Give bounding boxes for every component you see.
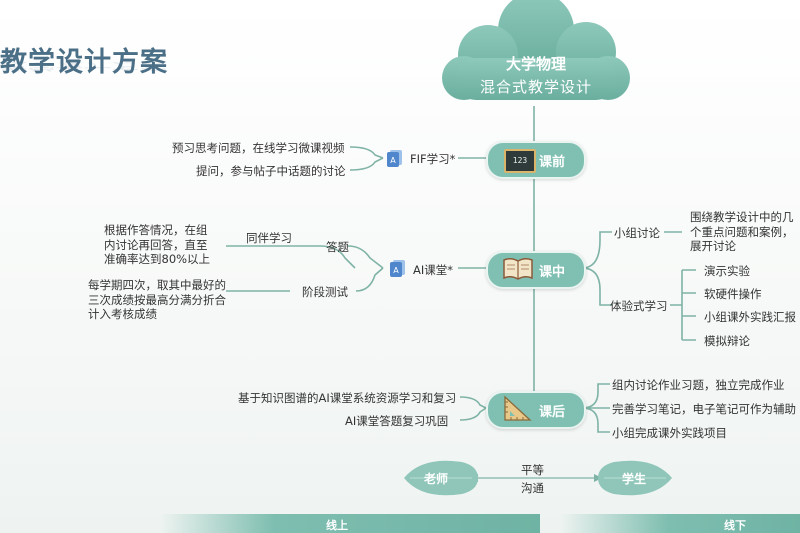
cloud-subtitle: 混合式教学设计: [479, 78, 592, 96]
ruler-triangle-icon: [504, 395, 532, 421]
exp-branch: [581, 267, 612, 306]
ai-class-app-icon: A: [390, 260, 405, 277]
post-right-item-3: 小组完成课外实践项目: [612, 426, 727, 440]
post-right-item-2: 完善学习笔记，电子笔记可作为辅助: [612, 402, 796, 416]
teacher-label: 老师: [424, 472, 449, 486]
svg-text:A: A: [390, 156, 396, 165]
experience-label: 体验式学习: [610, 299, 668, 313]
fif-app-icon: A: [387, 150, 402, 167]
svg-text:A: A: [393, 266, 399, 275]
test-line: [226, 267, 384, 292]
stage-label-pre: 课前: [539, 155, 566, 170]
pre-item-2: 提问，参与帖子中话题的讨论: [196, 164, 346, 178]
footer-online-bar: [160, 514, 540, 533]
group-desc: 围绕教学设计中的几个重点问题和案例，展开讨论: [690, 210, 794, 253]
group-branch: [581, 231, 612, 269]
pre-platform-label: FIF学习*: [410, 152, 456, 166]
footer-online-label: 线上: [326, 519, 348, 532]
post-left-item-1: 基于知识图谱的AI课堂系统资源学习和复习: [238, 391, 457, 405]
post-right-bracket: [581, 383, 610, 433]
exp-items-bracket: [670, 269, 696, 341]
answer-label: 答题: [326, 240, 349, 254]
relation-label-2: 沟通: [521, 481, 544, 495]
page-title: 教学设计方案: [0, 47, 168, 78]
answer-bracket: [347, 245, 384, 269]
teacher-leaf-shape: [404, 460, 478, 496]
open-book-icon: [503, 257, 533, 280]
post-left-item-2: AI课堂答题复习巩固: [345, 414, 449, 428]
stage-pill-pre: [486, 141, 586, 179]
in-platform-label: AI课堂*: [413, 263, 454, 277]
pre-item-1: 预习思考问题，在线学习微课视频: [172, 141, 345, 155]
relation-label-1: 平等: [521, 463, 544, 477]
blackboard-icon: 123: [504, 149, 536, 173]
test-desc: 每学期四次，取其中最好的三次成绩按最高分满分折合计入考核成绩: [88, 278, 226, 321]
stage-pill-in: [486, 251, 586, 289]
test-label: 阶段测试: [302, 285, 348, 299]
stage-label-post: 课后: [539, 405, 566, 420]
student-leaf-shape: [598, 460, 672, 496]
experience-item-3: 小组课外实践汇报: [704, 310, 796, 324]
post-right-item-1: 组内讨论作业习题，独立完成作业: [612, 378, 785, 392]
footer-offline-label: 线下: [724, 519, 746, 532]
cloud-shape: [442, 0, 630, 100]
answer-method: 同伴学习: [246, 231, 292, 245]
cloud-title: 大学物理: [505, 55, 566, 73]
experience-item-4: 模拟辩论: [704, 334, 750, 348]
stage-pill-post: [486, 391, 586, 429]
pre-bracket: [349, 146, 384, 171]
experience-item-1: 演示实验: [704, 264, 750, 278]
blackboard-text: 123: [512, 156, 528, 165]
experience-item-2: 软硬件操作: [704, 287, 762, 301]
group-label: 小组讨论: [614, 226, 660, 240]
answer-desc: 根据作答情况，在组内讨论再回答，直至准确率达到80%以上: [104, 223, 211, 266]
post-left-bracket: [459, 396, 487, 421]
stage-label-in: 课中: [539, 265, 566, 280]
answer-line: [226, 245, 356, 269]
student-label: 学生: [622, 472, 647, 486]
page-title-reflection: 教学设计方案: [0, 60, 168, 72]
footer-offline-bar: [560, 514, 800, 533]
